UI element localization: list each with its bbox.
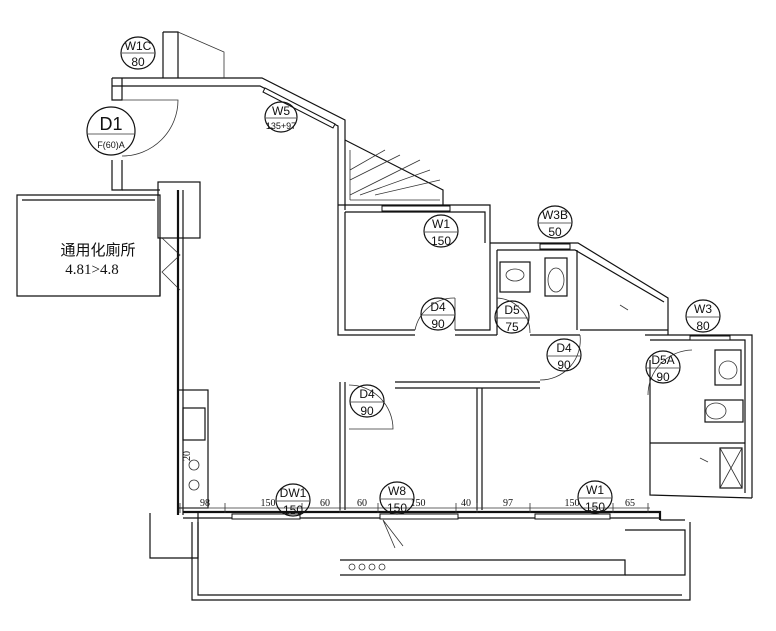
tag-code: W1 (432, 217, 450, 231)
tag-code: W3B (542, 208, 568, 222)
tag-size: 80 (131, 55, 145, 69)
tag-size: 150 (585, 500, 605, 514)
tag-code: D5 (504, 303, 520, 317)
tag-D4-a: D4 90 (420, 297, 456, 331)
fixtures (499, 257, 744, 489)
tag-size: 90 (557, 358, 571, 372)
windows (231, 87, 731, 520)
tag-size: 50 (548, 225, 562, 239)
tag-W3B: W3B 50 (537, 205, 573, 239)
tag-D5A: D5A 90 (645, 350, 681, 384)
dim-65: 65 (625, 498, 635, 509)
dim-60-a: 60 (320, 498, 330, 509)
tag-size: 150 (431, 234, 451, 248)
room-label-name: 通用化廁所 (60, 241, 135, 259)
tag-D1: D1 F(60)A (86, 106, 136, 156)
dim-150-b: 150 (411, 498, 426, 509)
tag-W5: W5 135+97 (264, 101, 298, 133)
room-label-size: 4.81>4.8 (65, 262, 118, 278)
tag-D5: D5 75 (494, 300, 530, 334)
tag-D4-c: D4 90 (349, 384, 385, 418)
tag-W1-bottom: W1 150 (577, 480, 613, 514)
dim-60-b: 60 (357, 498, 367, 509)
tag-code: W3 (694, 302, 712, 316)
tag-size: F(60)A (97, 140, 125, 150)
tag-W8: W8 150 (379, 481, 415, 515)
dim-97: 97 (503, 498, 513, 509)
tag-code: D4 (359, 387, 375, 401)
tag-size: 150 (283, 503, 303, 517)
dimension-labels: 98 150 60 60 150 40 97 150 65 (200, 498, 635, 509)
dim-40: 40 (461, 498, 471, 509)
tag-code: W8 (388, 484, 406, 498)
dim-98: 98 (200, 498, 210, 509)
tag-DW1: DW1 150 (275, 483, 311, 517)
tag-size: 90 (360, 404, 374, 418)
tag-size: 135+97 (266, 121, 296, 131)
tag-code: D1 (99, 114, 122, 134)
tag-W3: W3 80 (685, 299, 721, 333)
dim-20: 20 (182, 451, 193, 461)
doors (121, 99, 693, 549)
tag-code: W5 (272, 104, 290, 118)
tag-D4-b: D4 90 (546, 338, 582, 372)
tag-code: D4 (556, 341, 572, 355)
tag-code: DW1 (280, 486, 307, 500)
tag-size: 150 (387, 501, 407, 515)
accessible-toilet-room: 通用化廁所 4.81>4.8 (16, 181, 201, 297)
dimension-ticks (179, 503, 650, 513)
tag-code: D4 (430, 300, 446, 314)
tag-code: W1C (125, 39, 152, 53)
tag-code: D5A (651, 353, 674, 367)
tag-W1-top: W1 150 (423, 214, 459, 248)
tag-code: W1 (586, 483, 604, 497)
dim-150-c: 150 (565, 498, 580, 509)
tag-size: 90 (656, 370, 670, 384)
tag-size: 75 (505, 320, 519, 334)
dim-150-a: 150 (261, 498, 276, 509)
tag-W1C: W1C 80 (120, 36, 156, 70)
tag-size: 80 (696, 319, 710, 333)
tag-size: 90 (431, 317, 445, 331)
